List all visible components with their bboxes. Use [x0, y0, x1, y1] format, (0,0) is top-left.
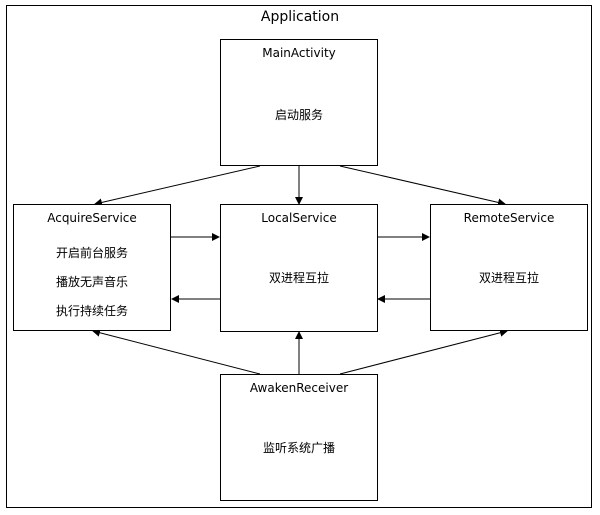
- main-activity-title: MainActivity: [262, 46, 336, 60]
- acquire-service-line-2: 播放无声音乐: [55, 275, 128, 289]
- remote-service-line-1: 双进程互拉: [478, 271, 539, 285]
- awaken-receiver-box: AwakenReceiver 监听系统广播: [220, 374, 378, 501]
- arrow-main-to-acquire: [94, 165, 261, 207]
- application-title: Application: [260, 9, 340, 25]
- remote-service-box: RemoteService 双进程互拉: [430, 204, 588, 331]
- main-activity-line-1: 启动服务: [274, 108, 323, 122]
- local-service-title: LocalService: [261, 211, 337, 225]
- awaken-receiver-title: AwakenReceiver: [249, 381, 349, 395]
- application-frame: [6, 5, 592, 508]
- arrow-awaken-to-remote: [339, 328, 508, 375]
- acquire-service-line-1: 开启前台服务: [55, 246, 128, 260]
- acquire-service-box: AcquireService 开启前台服务 播放无声音乐 执行持续任务: [13, 204, 171, 331]
- arrow-main-to-remote: [339, 165, 506, 207]
- awaken-receiver-line-1: 监听系统广播: [262, 441, 335, 455]
- remote-service-title: RemoteService: [463, 211, 555, 225]
- local-service-line-1: 双进程互拉: [268, 271, 329, 285]
- main-activity-box: MainActivity 启动服务: [220, 39, 378, 166]
- acquire-service-title: AcquireService: [47, 211, 137, 225]
- local-service-box: LocalService 双进程互拉: [220, 204, 378, 332]
- acquire-service-line-3: 执行持续任务: [55, 304, 128, 318]
- arrow-awaken-to-acquire: [92, 328, 261, 375]
